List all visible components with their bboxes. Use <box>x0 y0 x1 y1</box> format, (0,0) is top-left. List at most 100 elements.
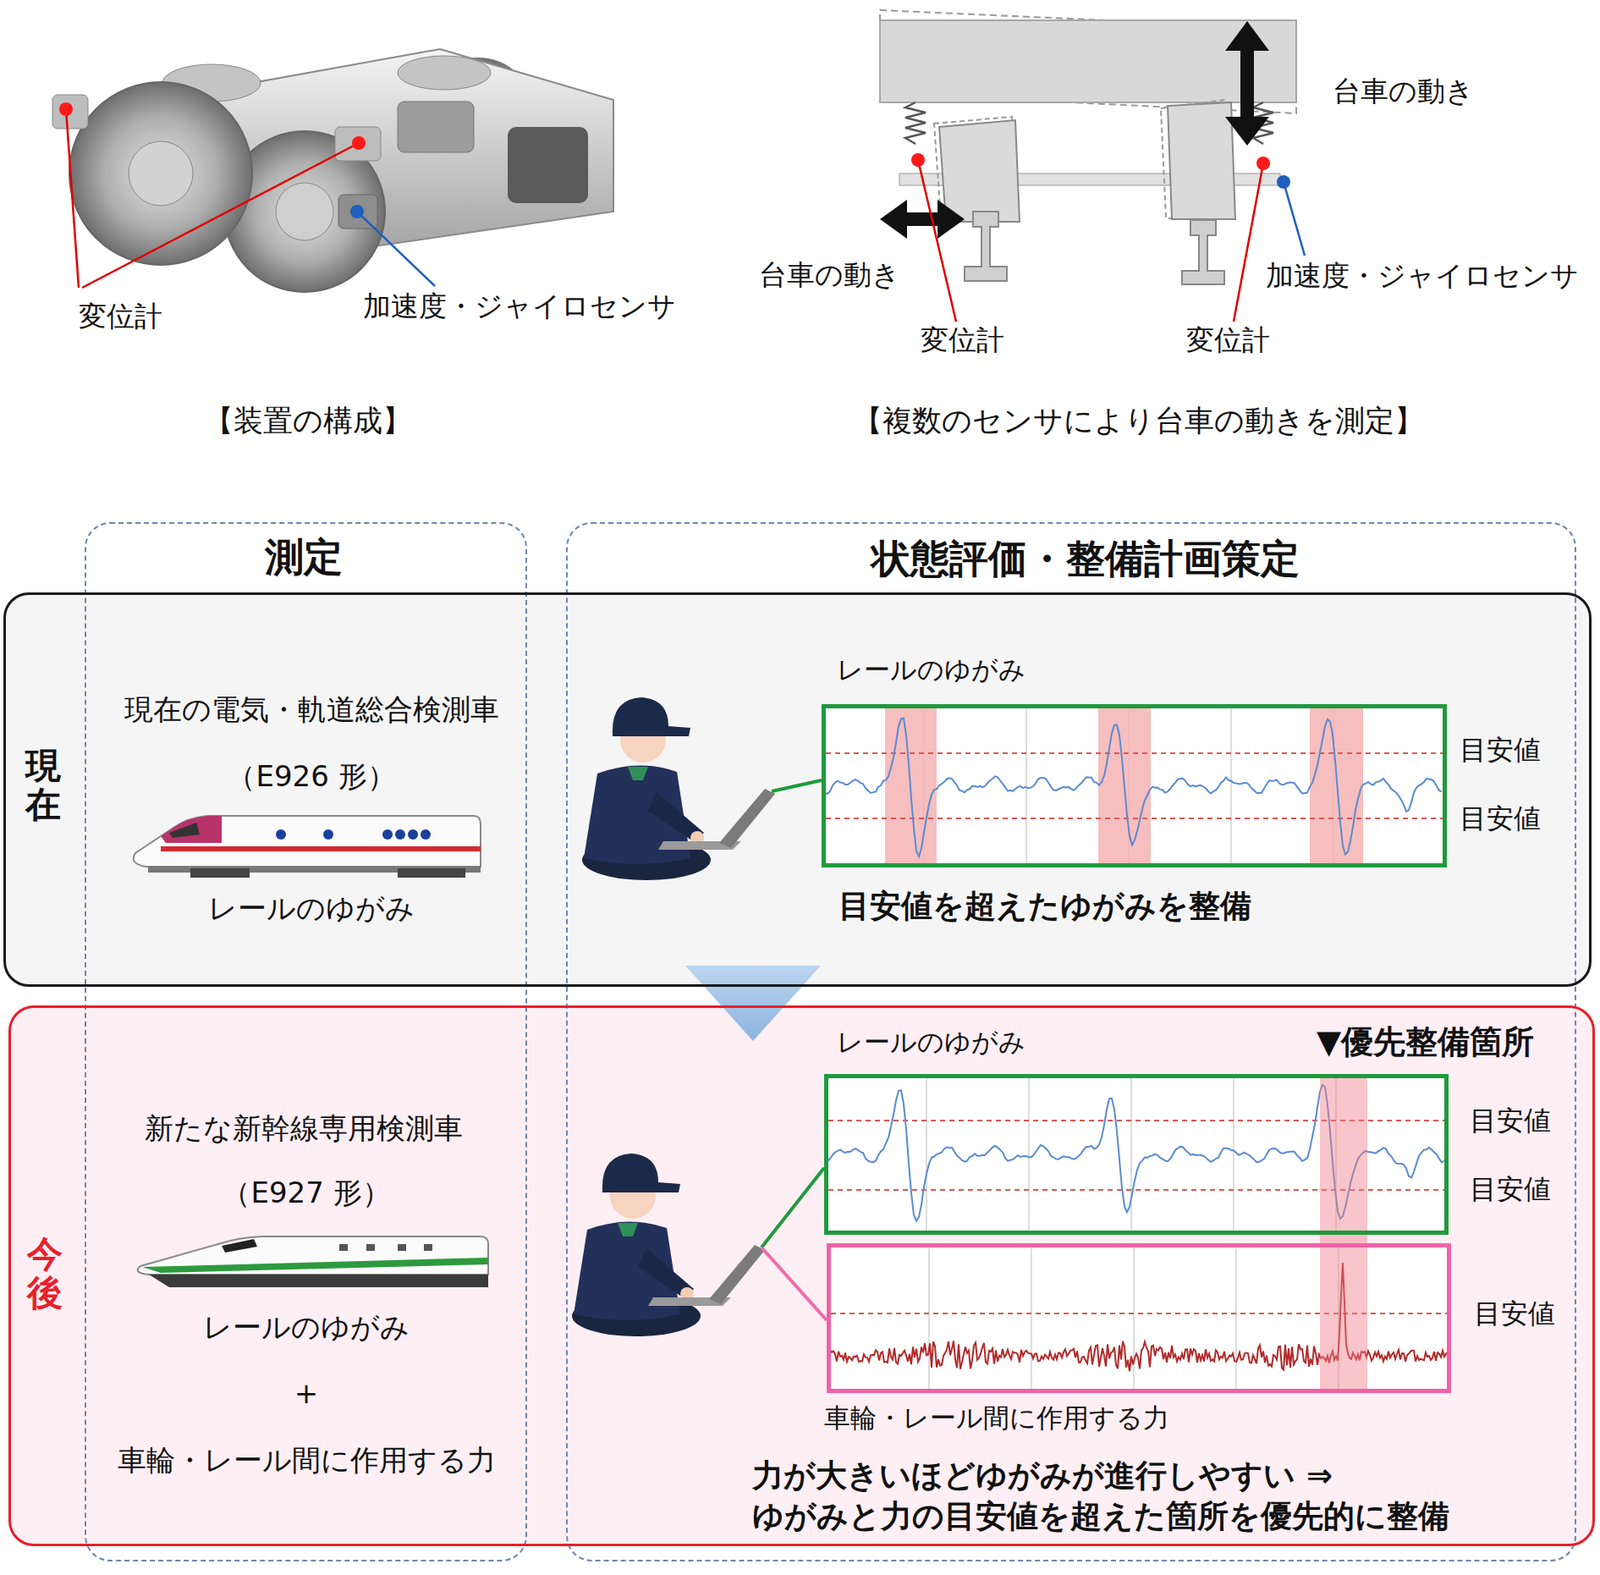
band-grounds-part <box>8 1005 1595 1546</box>
chart-title: レールのゆがみ <box>836 1026 1026 1058</box>
figure-caption: 【複数のセンサにより台車の動きを測定】 <box>852 402 1425 439</box>
evaluation-note: 目安値を超えたゆがみを整備 <box>838 887 1252 925</box>
e927-train-part <box>148 1274 489 1287</box>
vehicle-name: 新たな新幹線専用検測車 <box>144 1110 463 1146</box>
figure-caption-holder: 【装置の構成】 <box>203 402 413 439</box>
bogie-schematic-part <box>937 199 965 239</box>
evaluation-note: 力が大きいほどゆがみが進行しやすい ⇒ゆがみと力の目安値を超えた箇所を優先的に整… <box>752 1455 1514 1537</box>
band-heading: 現在 <box>25 746 61 825</box>
bogie-illustration-part <box>338 194 378 229</box>
bogie-schematic-part <box>879 10 1297 114</box>
leader-lines-part <box>82 142 359 288</box>
priority-label: ▼優先整備箇所 <box>1316 1022 1535 1062</box>
e926-train-part <box>407 829 418 840</box>
vehicle-name-holder: 現在の電気・軌道総合検測車 <box>124 692 500 727</box>
e927-train-part <box>339 1243 348 1251</box>
band-grounds <box>3 592 1595 1546</box>
bogie-schematic-part <box>939 120 1020 222</box>
threshold-label-holder: 目安値 <box>1459 733 1541 766</box>
figure-caption: 【装置の構成】 <box>203 402 413 439</box>
e927-train-part <box>142 1257 489 1273</box>
e926-train-part <box>323 829 334 840</box>
figure-caption-holder: 【複数のセンサにより台車の動きを測定】 <box>852 402 1425 439</box>
plus-sign-holder: + <box>294 1375 319 1411</box>
chart-box: レールのゆがみ <box>821 703 1447 868</box>
bogie-schematic-part <box>903 212 941 226</box>
evaluation-note-holder: 目安値を超えたゆがみを整備 <box>838 887 1252 925</box>
e927-train-part <box>221 1238 258 1253</box>
data-lines-part <box>771 780 822 792</box>
vehicle-name-holder: 新たな新幹線専用検測車 <box>144 1110 463 1146</box>
measured-item: レールのゆがみ <box>208 890 415 926</box>
leader-lines-part <box>351 136 366 150</box>
threshold-label: 目安値 <box>1469 1172 1551 1205</box>
bogie-illustration-part <box>52 94 88 129</box>
bogie-illustration-part <box>397 55 491 90</box>
chart-plot-part <box>825 817 1443 820</box>
bogie-schematic-part <box>911 153 925 167</box>
threshold-label-holder: 目安値 <box>1473 1297 1556 1330</box>
bogie-schematic-part <box>1225 21 1270 51</box>
chart-plot-part <box>929 1242 1339 1393</box>
bogie-schematic-part <box>1225 116 1270 146</box>
part-label: 加速度・ジャイロセンサ <box>362 289 677 324</box>
leader-lines-part <box>350 204 364 219</box>
bogie-schematic-part <box>1276 175 1291 189</box>
bogie-schematic-part <box>1167 102 1236 220</box>
motion-label: 台車の動き <box>1332 74 1474 109</box>
priority-label-holder: ▼優先整備箇所 <box>1316 1022 1535 1062</box>
threshold-label-holder: 目安値 <box>1469 1104 1551 1137</box>
part-label: 変位計 <box>78 299 163 334</box>
bogie-illustration-part <box>69 82 253 265</box>
e926-train-part <box>169 822 200 838</box>
column-heading: 測定 <box>264 533 343 581</box>
data-lines <box>761 780 827 1320</box>
part-label-holder: 変位計 <box>78 299 163 334</box>
bogie-illustration-part <box>128 141 193 206</box>
column-heading-holder: 状態評価・整備計画策定 <box>871 535 1300 583</box>
chart-title-holder: レールのゆがみ <box>836 1026 1026 1058</box>
bogie-illustration-part <box>507 126 589 204</box>
measured-item-holder: レールのゆがみ <box>208 890 415 926</box>
band-heading-holder: 現在 <box>25 746 61 825</box>
vehicle-name: 現在の電気・軌道総合検測車 <box>124 692 500 727</box>
data-lines-part <box>761 1247 827 1320</box>
chart-title: レールのゆがみ <box>836 654 1026 686</box>
measured-item-holder: 車輪・レール間に作用する力 <box>117 1442 496 1478</box>
vehicle-model-holder: （E926 形） <box>226 758 396 794</box>
e927-train <box>137 1236 489 1287</box>
e926-train-part <box>382 829 393 840</box>
e926-train-part <box>275 829 286 840</box>
threshold-label: 目安値 <box>1459 733 1541 766</box>
motion-label-holder: 台車の動き <box>1332 74 1474 109</box>
part-label-holder: 変位計 <box>920 323 1005 358</box>
threshold-label: 目安値 <box>1459 802 1541 835</box>
measured-item: 車輪・レール間に作用する力 <box>117 1442 496 1478</box>
bogie-illustration-part <box>335 126 381 161</box>
column-heading-holder: 測定 <box>264 533 343 581</box>
threshold-label: 目安値 <box>1469 1104 1551 1137</box>
vehicle-model-holder: （E927 形） <box>221 1175 391 1210</box>
e926-train <box>133 815 481 878</box>
vehicle-model: （E926 形） <box>226 758 396 794</box>
e927-train-part <box>366 1243 375 1251</box>
chart-plot-part <box>821 703 1447 868</box>
part-label-holder: 加速度・ジャイロセンサ <box>1265 258 1579 293</box>
future-band: 今後 新たな新幹線専用検測車 （E927 形） レールのゆがみ + 車輪・レール間に作用す… <box>8 1005 1595 1546</box>
part-label: 変位計 <box>1186 323 1271 358</box>
bogie-schematic-part <box>1240 47 1254 121</box>
e926-train-part <box>397 868 466 878</box>
chart-box: レールのゆがみ <box>824 1073 1449 1235</box>
evaluation-note-holder: 力が大きいほどゆがみが進行しやすい ⇒ゆがみと力の目安値を超えた箇所を優先的に整… <box>752 1455 1514 1537</box>
operator-figure <box>582 697 776 880</box>
column-heading: 状態評価・整備計画策定 <box>871 535 1300 583</box>
e926-train-part <box>160 846 481 852</box>
chart-box: 車輪・レール間に作用する力 <box>826 1242 1452 1393</box>
measured-item: レールのゆがみ <box>203 1309 410 1345</box>
e926-train-part <box>420 829 431 840</box>
bogie-illustration-part <box>275 182 334 241</box>
current-band: 現在現在の電気・軌道総合検測車（E926 形）レールのゆがみ目安値を超えたゆがみ… <box>3 592 1592 987</box>
part-label-holder: 加速度・ジャイロセンサ <box>362 289 677 324</box>
band-heading-holder: 今後 <box>27 1234 63 1313</box>
bogie-schematic-part <box>879 20 1297 103</box>
